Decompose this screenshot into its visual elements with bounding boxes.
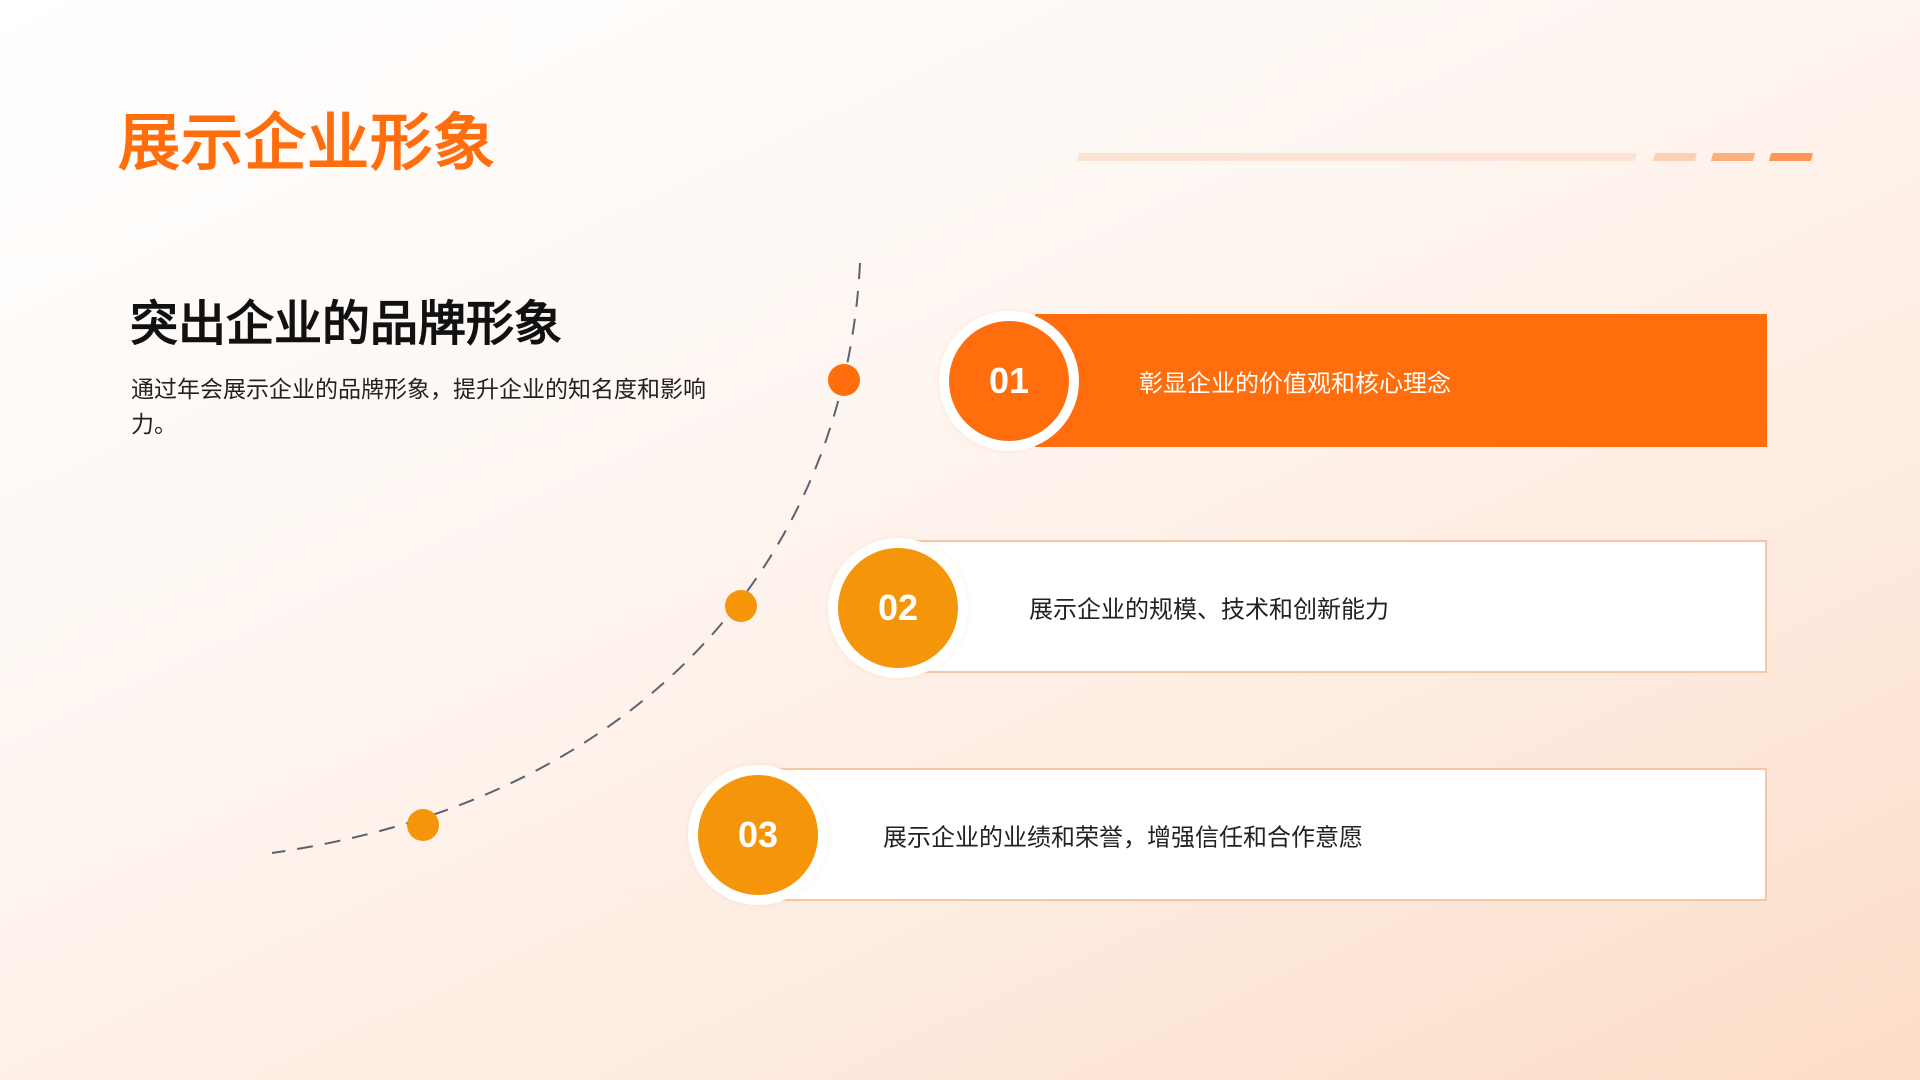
item-number-badge-2: 02 — [828, 538, 968, 678]
section-description: 通过年会展示企业的品牌形象，提升企业的知名度和影响力。 — [131, 376, 706, 437]
section-heading: 突出企业的品牌形象 — [130, 298, 563, 351]
item-card-2: 展示企业的规模、技术和创新能力 — [900, 540, 1767, 673]
timeline-dot-3 — [407, 809, 439, 841]
item-number-badge-3: 03 — [688, 765, 828, 905]
page-title: 展示企业形象 — [118, 109, 497, 178]
item-text: 展示企业的业绩和荣誉，增强信任和合作意愿 — [883, 824, 1363, 851]
timeline-dot-2 — [725, 590, 757, 622]
item-card-1: 彰显企业的价值观和核心理念 — [1035, 314, 1767, 447]
item-card-3: 展示企业的业绩和荣誉，增强信任和合作意愿 — [759, 768, 1767, 901]
item-number-badge-1: 01 — [939, 311, 1079, 451]
timeline-dot-1 — [828, 364, 860, 396]
item-text: 展示企业的规模、技术和创新能力 — [1029, 596, 1389, 623]
item-text: 彰显企业的价值观和核心理念 — [1139, 370, 1451, 397]
